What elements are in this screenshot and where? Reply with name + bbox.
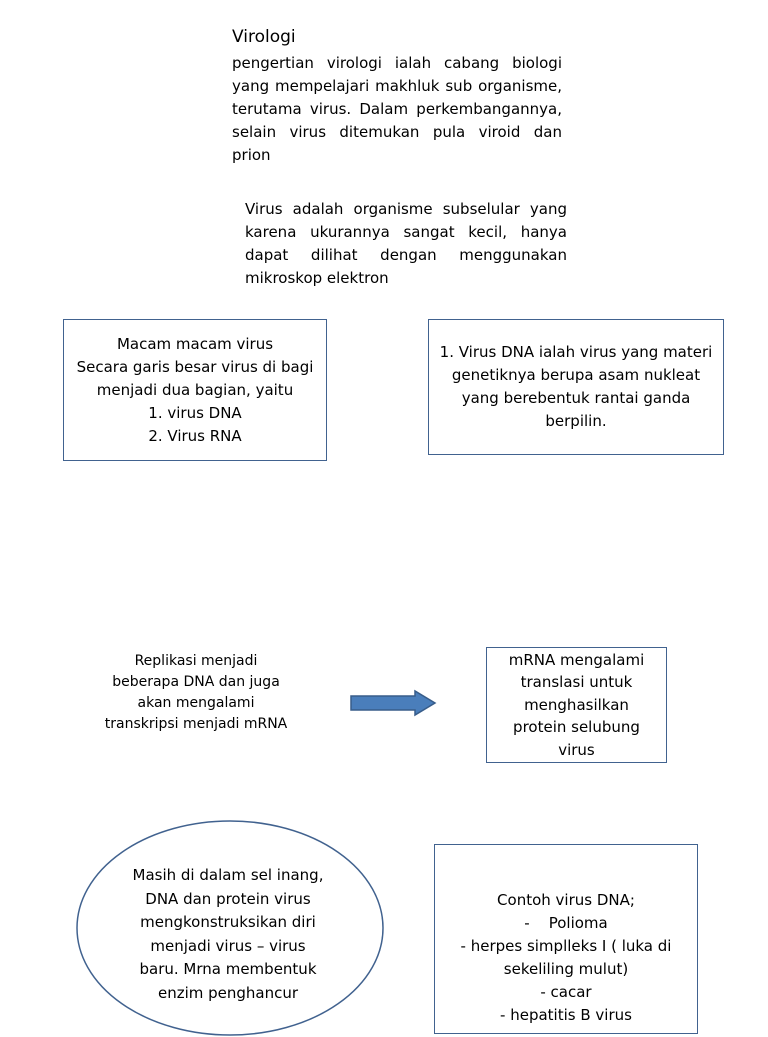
oval-line: baru. Mrna membentuk [139,960,317,978]
replication-line: beberapa DNA dan juga [112,674,280,690]
replication-line: akan mengalami [137,695,255,711]
virus-types-line: Secara garis besar virus di bagi [76,357,314,376]
oval-line: mengkonstruksikan diri [140,913,316,931]
list-item: - Polioma [524,914,608,932]
assembly-oval-text: Masih di dalam sel inang, DNA dan protei… [118,864,338,1005]
virus-types-line: Macam macam virus [116,334,274,353]
virus-types-line: 1. virus DNA [148,403,242,422]
mrna-line: protein selubung [513,718,640,737]
list-item: - hepatitis B virus [500,1006,632,1024]
replication-line: transkripsi menjadi mRNA [104,716,288,732]
virus-types-line: 2. Virus RNA [148,426,242,445]
mrna-translation-box: mRNA mengalami translasi untuk menghasil… [486,647,667,763]
oval-line: Masih di dalam sel inang, [132,866,324,884]
mrna-line: translasi untuk [520,673,633,692]
list-item: - herpes simplleks I ( luka di [460,937,672,955]
list-item: - cacar [540,983,592,1001]
oval-line: menjadi virus – virus [150,936,306,955]
oval-line: enzim penghancur [157,983,299,1002]
examples-list: - Polioma - herpes simplleks I ( luka di… [461,912,672,1027]
definition-paragraph: Virus adalah organisme subselular yang k… [245,200,567,287]
dna-definition-line: genetiknya berupa asam nukleat [451,366,701,384]
page-title: Virologi [232,27,296,47]
replication-line: Replikasi menjadi [134,653,258,669]
mrna-line: virus [558,740,595,759]
dna-virus-examples-content: Contoh virus DNA; - Polioma - herpes sim… [461,889,672,1027]
examples-heading: Contoh virus DNA; [497,891,635,909]
list-item: sekeliling mulut) [503,960,629,978]
virus-types-box: Macam macam virus Secara garis besar vir… [63,319,327,461]
mrna-line: menghasilkan [524,695,629,714]
intro-paragraph: pengertian virologi ialah cabang biologi… [232,54,562,164]
virus-types-line: menjadi dua bagian, yaitu [96,380,294,399]
oval-line: DNA dan protein virus [145,889,311,908]
dna-definition-line: berpilin. [545,412,607,430]
dna-virus-definition-text: 1. Virus DNA ialah virus yang materi gen… [440,341,713,433]
virus-types-text: Macam macam virus Secara garis besar vir… [77,333,314,448]
mrna-translation-text: mRNA mengalami translasi untuk menghasil… [509,649,644,762]
right-arrow-icon [350,689,437,717]
dna-definition-line: 1. Virus DNA ialah virus yang materi [439,343,713,361]
dna-definition-line: yang berebentuk rantai ganda [461,389,691,407]
mrna-line: mRNA mengalami [508,650,645,669]
replication-text: Replikasi menjadi beberapa DNA dan juga … [96,651,296,735]
dna-virus-examples-box: Contoh virus DNA; - Polioma - herpes sim… [434,844,698,1034]
dna-virus-definition-box: 1. Virus DNA ialah virus yang materi gen… [428,319,724,455]
